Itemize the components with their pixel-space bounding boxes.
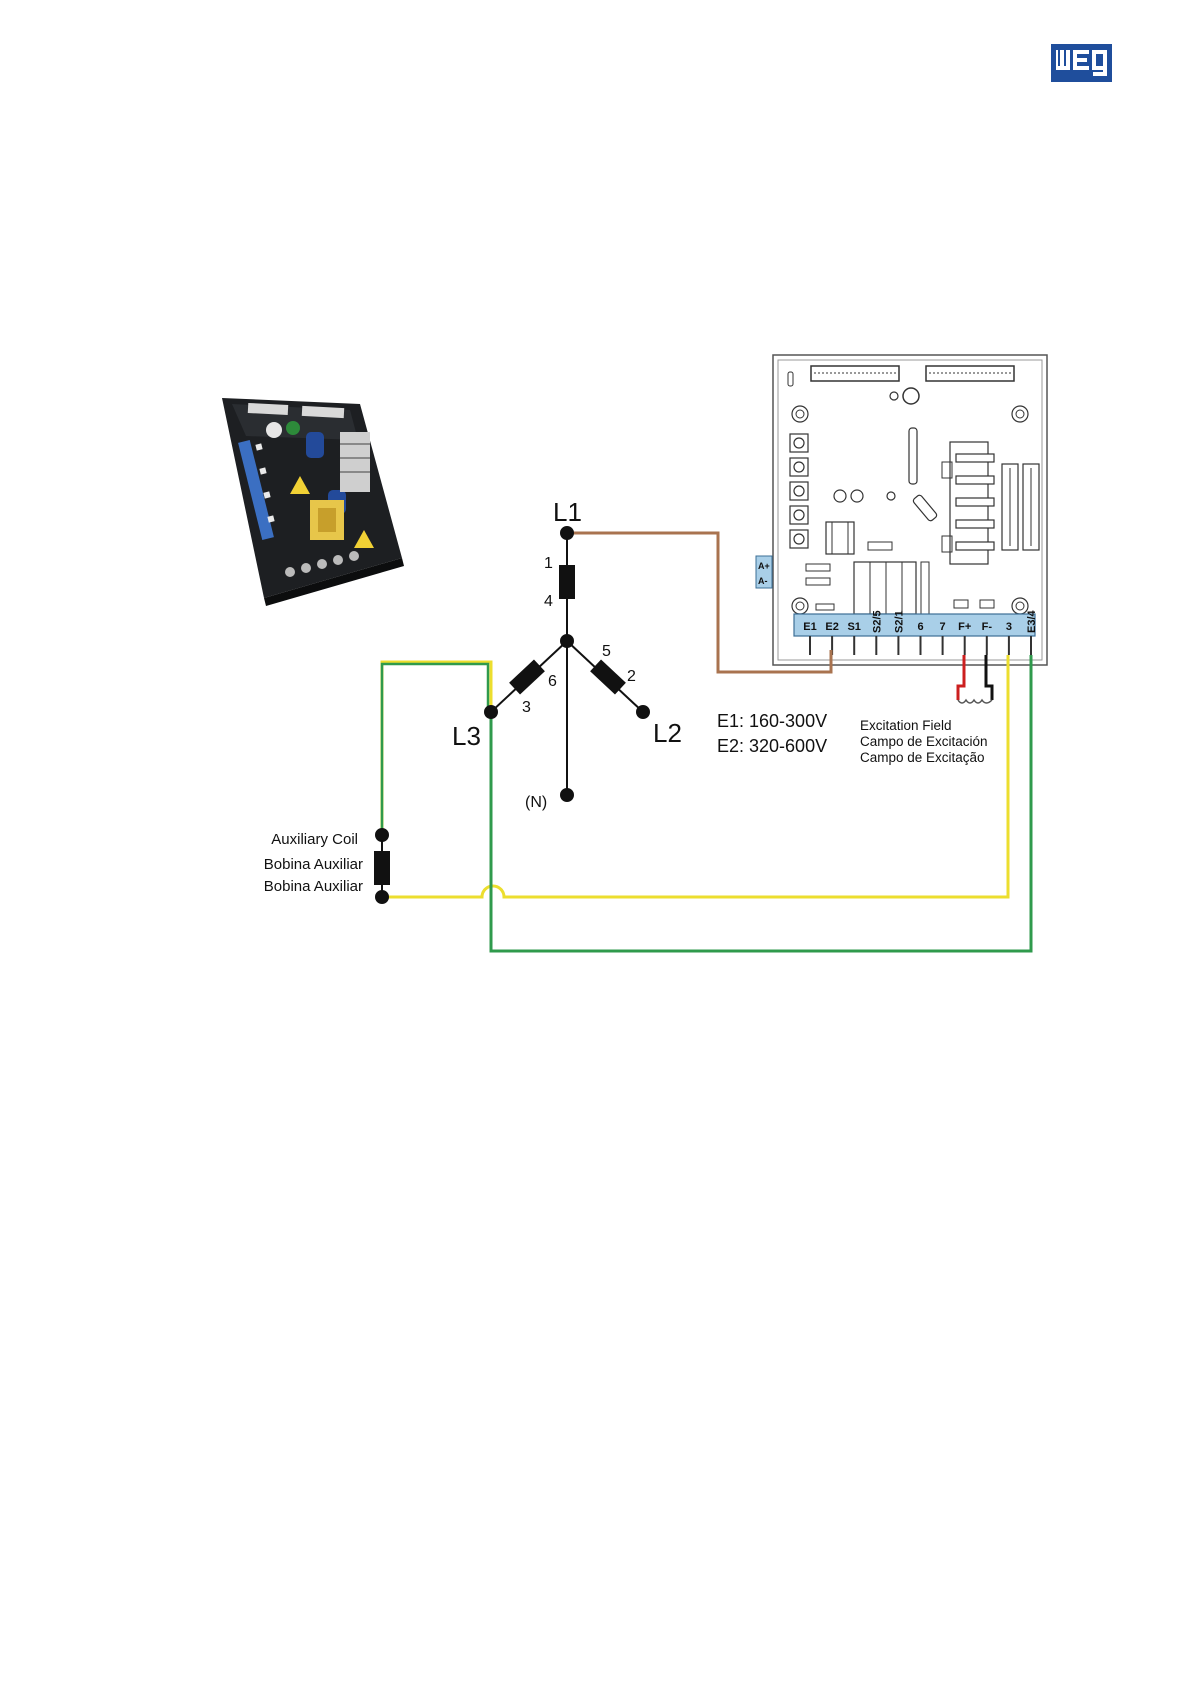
winding-l2	[592, 661, 625, 693]
terminal-label: E3/4	[1026, 609, 1038, 633]
winding-l1	[560, 566, 574, 598]
auxiliary-coil-label-es: Bobina Auxiliar	[264, 856, 363, 873]
phase-label-l2: L2	[653, 718, 682, 748]
regulator-photo	[222, 398, 404, 606]
terminal-label: S2/1	[893, 610, 905, 633]
terminal-number-1: 1	[544, 555, 553, 572]
auxiliary-coil	[375, 829, 389, 903]
node-l3	[485, 706, 497, 718]
terminal-number-2: 2	[627, 668, 636, 685]
phase-label-l3: L3	[452, 721, 481, 751]
terminal-label: 3	[1006, 621, 1012, 633]
terminal-label: S2/5	[871, 610, 883, 633]
winding-l3	[511, 661, 544, 693]
regulator-board: A+ A- E1 E2 S1 S2/5 S2/1 6 7 F+ F- 3 E3/4	[756, 355, 1047, 665]
excitation-field-label-pt: Campo de Excitação	[860, 750, 985, 765]
neutral-label: (N)	[525, 794, 547, 811]
excitation-field-label-es: Campo de Excitación	[860, 734, 988, 749]
phase-label-l1: L1	[553, 497, 582, 527]
node-l1	[561, 527, 573, 539]
terminal-label: E2	[825, 621, 838, 633]
node-l2	[637, 706, 649, 718]
voltage-range-e1: E1: 160-300V	[717, 711, 827, 731]
terminal-label: S1	[847, 621, 860, 633]
excitation-field-coil	[958, 700, 992, 703]
node-neutral	[561, 789, 573, 801]
voltage-range-e2: E2: 320-600V	[717, 736, 827, 756]
excitation-field-label-en: Excitation Field	[860, 718, 952, 733]
terminal-number-5: 5	[602, 643, 611, 660]
terminal-label: 7	[940, 621, 946, 633]
terminal-label: E1	[803, 621, 816, 633]
terminal-number-6: 6	[548, 673, 557, 690]
wire-yellow-bottom	[382, 655, 1008, 897]
analog-input-a-plus: A+	[758, 561, 770, 571]
analog-input-a-minus: A-	[758, 576, 768, 586]
auxiliary-coil-label-en: Auxiliary Coil	[271, 831, 358, 848]
wire-green	[491, 655, 1031, 951]
terminal-label: 6	[917, 621, 923, 633]
auxiliary-coil-label-pt: Bobina Auxiliar	[264, 878, 363, 895]
node-star	[561, 635, 573, 647]
terminal-label: F-	[982, 621, 993, 633]
terminal-number-4: 4	[544, 593, 553, 610]
terminal-label: F+	[958, 621, 971, 633]
terminal-number-3: 3	[522, 699, 531, 716]
wye-connection	[485, 527, 649, 801]
